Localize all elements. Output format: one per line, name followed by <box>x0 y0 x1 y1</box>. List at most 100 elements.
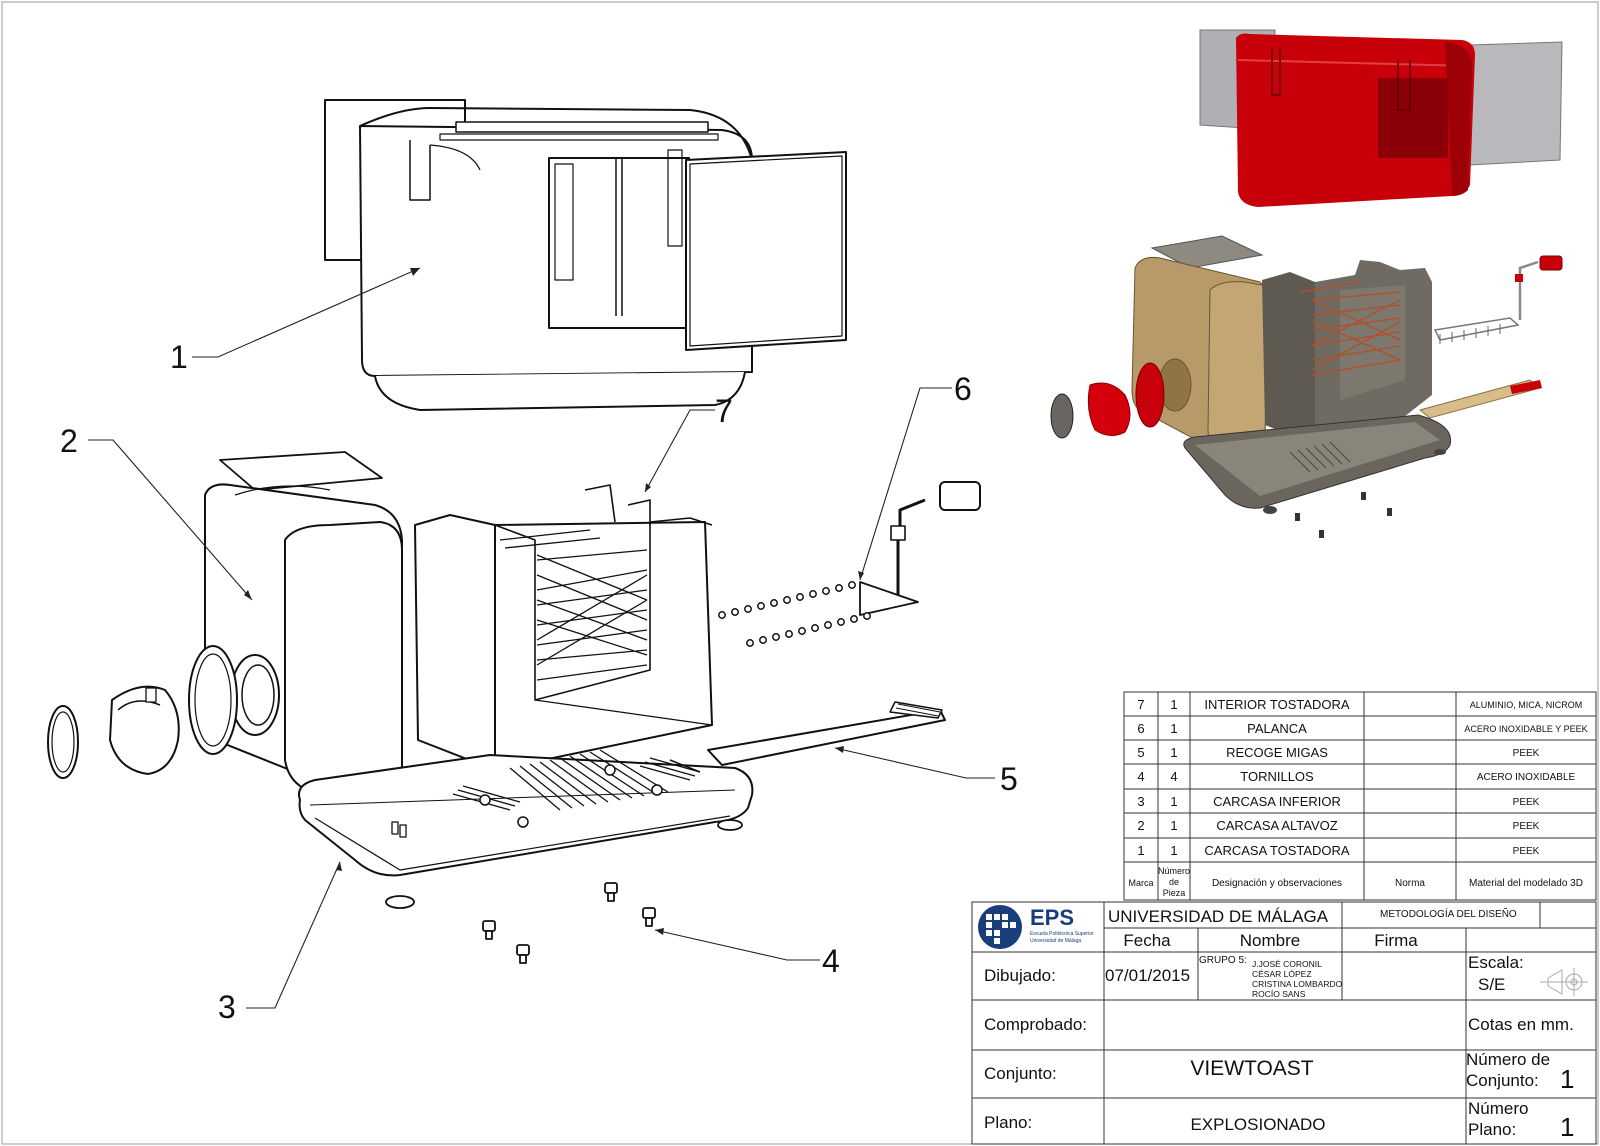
callout-7: 7 <box>715 393 733 429</box>
leader-5 <box>834 747 995 779</box>
bom-material: PEEK <box>1513 846 1540 857</box>
bom-rows: 7 1 INTERIOR TOSTADORA ALUMINIO, MICA, N… <box>1128 697 1587 898</box>
callout-1: 1 <box>170 339 188 375</box>
member-name: CÉSAR LÓPEZ <box>1252 969 1312 979</box>
part-1-upper-casing <box>324 99 847 411</box>
bom-marca: 3 <box>1137 794 1144 809</box>
grey-interior <box>1262 260 1432 445</box>
callout-4: 4 <box>822 943 840 979</box>
subject-name: METODOLOGÍA DEL DISEÑO <box>1380 907 1517 920</box>
member-name: J.JOSÉ CORONIL <box>1252 959 1322 969</box>
bom-material: PEEK <box>1513 797 1540 808</box>
bom-header-designacion: Designación y observaciones <box>1212 878 1342 889</box>
leader-7 <box>644 409 715 493</box>
bom-marca: 5 <box>1137 745 1144 760</box>
bom-marca: 7 <box>1137 697 1144 712</box>
base-3d <box>1183 414 1452 514</box>
screws-3d <box>1295 492 1392 538</box>
eps-logo-text: EPS <box>1030 905 1074 930</box>
eps-logo-sub1: Escuela Politécnica Superior <box>1030 931 1094 937</box>
speaker-knob-and-rings <box>47 645 238 779</box>
eps-logo-sub2: Universidad de Málaga <box>1030 938 1081 944</box>
callout-numbers: 1 2 3 4 5 6 7 <box>60 339 1018 1025</box>
bom-numero: 1 <box>1170 818 1177 833</box>
bom-header-marca: Marca <box>1128 878 1153 888</box>
bom-row: 4 4 TORNILLOS ACERO INOXIDABLE <box>1137 769 1575 784</box>
leader-lines <box>88 267 995 1009</box>
bom-marca: 6 <box>1137 721 1144 736</box>
num-conjunto-label-2: Conjunto: <box>1466 1071 1539 1090</box>
bom-header-norma: Norma <box>1395 878 1425 889</box>
bom-numero: 1 <box>1170 721 1177 736</box>
dibujado-fecha: 07/01/2015 <box>1105 966 1190 985</box>
bom-marca: 4 <box>1137 769 1144 784</box>
bom-header-numero-2: de <box>1169 877 1179 887</box>
bom-numero: 1 <box>1170 794 1177 809</box>
bom-row: 5 1 RECOGE MIGAS PEEK <box>1137 745 1539 760</box>
part-4-screws <box>482 882 656 964</box>
num-plano-label-1: Número <box>1468 1099 1528 1118</box>
bom-designacion: RECOGE MIGAS <box>1226 745 1328 760</box>
leader-2 <box>88 439 253 601</box>
callout-6: 6 <box>954 371 972 407</box>
escala-value: S/E <box>1478 975 1505 994</box>
num-conjunto-label-1: Número de <box>1466 1050 1550 1069</box>
eps-logo: EPS Escuela Politécnica Superior Univers… <box>978 905 1094 949</box>
bom-designacion: PALANCA <box>1247 721 1307 736</box>
bom-header-numero-1: Número <box>1158 866 1190 876</box>
leader-6 <box>859 387 952 581</box>
cotas-note: Cotas en mm. <box>1468 1015 1574 1034</box>
bom-designacion: INTERIOR TOSTADORA <box>1204 697 1350 712</box>
bom-row: 7 1 INTERIOR TOSTADORA ALUMINIO, MICA, N… <box>1137 697 1582 712</box>
dibujado-label: Dibujado: <box>984 966 1056 985</box>
university-name: UNIVERSIDAD DE MÁLAGA <box>1108 907 1329 926</box>
lever-3d <box>1433 255 1563 344</box>
member-name: CRISTINA LOMBARDO <box>1252 979 1343 989</box>
num-plano-value: 1 <box>1560 1112 1574 1142</box>
leader-4 <box>654 929 820 961</box>
bom-numero: 1 <box>1170 745 1177 760</box>
num-conjunto-value: 1 <box>1560 1064 1574 1094</box>
col-fecha: Fecha <box>1123 931 1171 950</box>
bom-material: PEEK <box>1513 821 1540 832</box>
callout-5: 5 <box>1000 761 1018 797</box>
escala-label: Escala: <box>1468 953 1524 972</box>
part-3-base <box>298 749 754 909</box>
bom-marca: 1 <box>1137 843 1144 858</box>
grupo-label: GRUPO 5: <box>1199 955 1247 966</box>
leader-3 <box>246 861 341 1009</box>
bom-marca: 2 <box>1137 818 1144 833</box>
callout-2: 2 <box>60 423 78 459</box>
projection-symbol-icon <box>1540 968 1588 996</box>
top-plate <box>1150 235 1264 269</box>
conjunto-label: Conjunto: <box>984 1064 1057 1083</box>
leader-1 <box>192 267 421 358</box>
bom-numero: 4 <box>1170 769 1177 784</box>
num-plano-label-2: Plano: <box>1468 1120 1516 1139</box>
plano-label: Plano: <box>984 1113 1032 1132</box>
side-panel-right <box>1469 41 1563 166</box>
title-block-grid <box>971 901 1597 1145</box>
conjunto-value: VIEWTOAST <box>1190 1057 1313 1080</box>
red-knob <box>1087 382 1131 436</box>
red-ring <box>1135 362 1165 428</box>
comprobado-label: Comprobado: <box>984 1015 1087 1034</box>
bom-header-numero-3: Pieza <box>1163 888 1186 898</box>
exploded-line-drawing <box>47 99 981 964</box>
tan-speaker-housing <box>1131 257 1269 451</box>
tray-handle-3d <box>1510 380 1542 394</box>
part-5-crumb-tray <box>707 701 946 766</box>
bom-row: 3 1 CARCASA INFERIOR PEEK <box>1137 794 1539 809</box>
dark-ring <box>1050 393 1074 439</box>
bill-of-materials <box>1123 691 1597 901</box>
bom-material: ACERO INOXIDABLE <box>1477 772 1576 783</box>
bom-designacion: TORNILLOS <box>1240 769 1314 784</box>
member-name: ROCÍO SANS <box>1252 989 1306 999</box>
bom-header-material: Material del modelado 3D <box>1469 878 1583 889</box>
bom-designacion: CARCASA ALTAVOZ <box>1216 818 1337 833</box>
col-firma: Firma <box>1374 931 1418 950</box>
bom-row: 1 1 CARCASA TOSTADORA PEEK <box>1137 843 1539 858</box>
col-nombre: Nombre <box>1240 931 1300 950</box>
plano-value: EXPLOSIONADO <box>1190 1115 1325 1134</box>
